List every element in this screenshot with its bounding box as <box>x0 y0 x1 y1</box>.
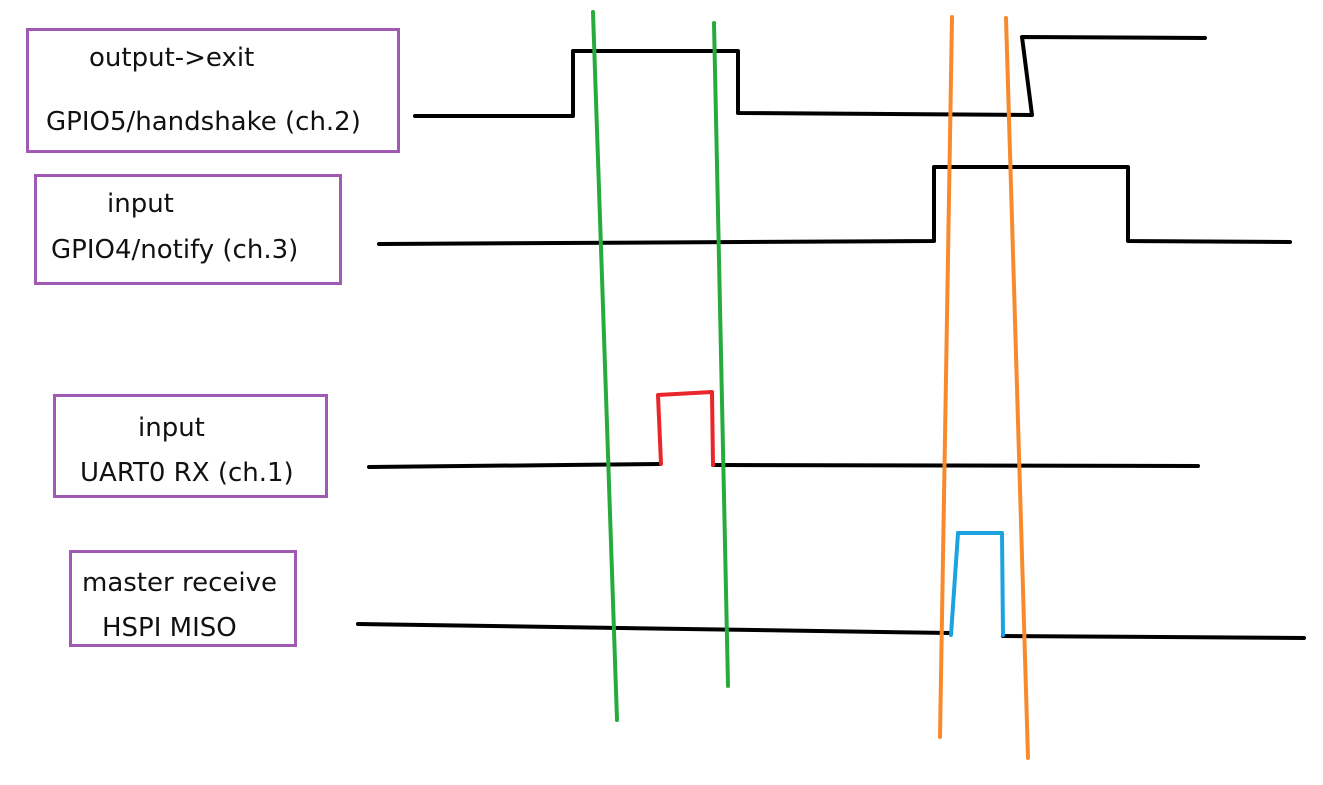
green-marker-line-2 <box>712 21 730 688</box>
miso-signal-label: HSPI MISO <box>102 613 237 643</box>
orange-marker-line-2 <box>1004 16 1030 760</box>
orange-marker-line-1 <box>938 15 954 739</box>
label-box-gpio5: output->exit GPIO5/handshake (ch.2) <box>26 28 400 153</box>
gpio5-signal-label: GPIO5/handshake (ch.2) <box>46 107 361 137</box>
green-marker-line-1 <box>591 10 619 722</box>
uart0-direction-label: input <box>138 413 205 443</box>
uart0-waveform-low-right <box>711 463 1200 468</box>
gpio4-direction-label: input <box>107 189 174 219</box>
gpio5-direction-label: output->exit <box>89 43 255 73</box>
uart0-pulse <box>656 390 715 467</box>
miso-waveform-low-left <box>356 622 952 635</box>
label-box-uart0: input UART0 RX (ch.1) <box>53 394 328 498</box>
label-box-hspi-miso: master receive HSPI MISO <box>69 550 297 647</box>
miso-direction-label: master receive <box>82 568 277 598</box>
gpio4-waveform <box>377 165 1292 246</box>
uart0-signal-label: UART0 RX (ch.1) <box>80 458 294 488</box>
gpio5-waveform <box>413 35 1207 118</box>
miso-waveform-low-right <box>1001 634 1306 640</box>
gpio4-signal-label: GPIO4/notify (ch.3) <box>51 235 299 265</box>
uart0-waveform-low-left <box>367 462 662 469</box>
miso-pulse <box>949 531 1005 637</box>
label-box-gpio4: input GPIO4/notify (ch.3) <box>34 174 342 285</box>
